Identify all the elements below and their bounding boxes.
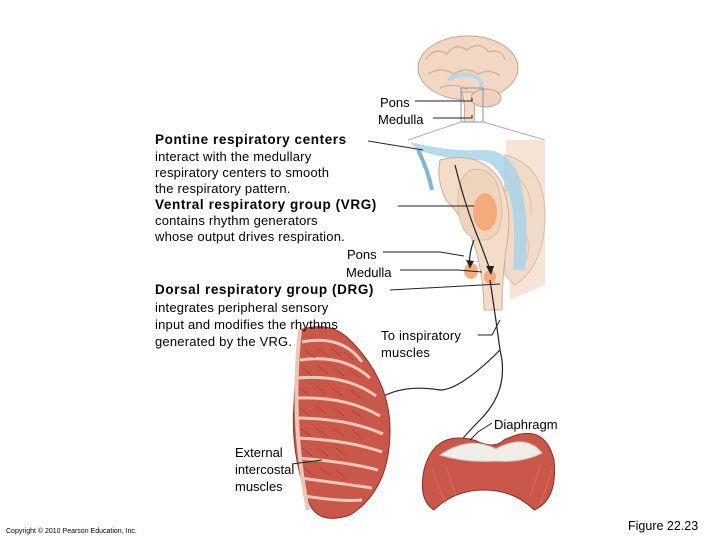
- drg-heading: Dorsal respiratory group (DRG): [155, 282, 375, 297]
- pons-label-mid: Pons: [347, 247, 377, 262]
- brainstem-enlarged-panel: [405, 140, 546, 311]
- to-inspiratory-line-2: muscles: [381, 345, 431, 360]
- pons-label-top: Pons: [380, 95, 410, 110]
- drg-text-line-1: integrates peripheral sensory: [155, 300, 329, 315]
- vrg-center-oval: [484, 270, 496, 284]
- external-intercostal-line-2: intercostal: [235, 462, 295, 477]
- vrg-text-line-2: whose output drives respiration.: [155, 229, 345, 244]
- copyright-notice: Copyright © 2010 Pearson Education, Inc.: [6, 528, 137, 535]
- whole-brain-illustration: [417, 35, 519, 123]
- pontine-center-oval: [473, 193, 497, 231]
- medulla-label-mid: Medulla: [346, 265, 392, 280]
- medulla-label-top: Medulla: [378, 112, 424, 127]
- diaphragm-illustration: [421, 432, 556, 511]
- rib-cage-illustration: [292, 326, 391, 519]
- pontine-text-line-1: interact with the medullary: [155, 149, 312, 164]
- drg-text-line-3: generated by the VRG.: [155, 334, 293, 349]
- pontine-text-line-3: the respiratory pattern.: [155, 181, 291, 196]
- external-intercostal-line-3: muscles: [235, 479, 283, 494]
- diaphragm-label: Diaphragm: [494, 417, 558, 432]
- figure-number: Figure 22.23: [628, 519, 699, 533]
- vrg-heading: Ventral respiratory group (VRG): [155, 197, 377, 212]
- leader-lines: [291, 98, 501, 465]
- drg-text-line-2: input and modifies the rhythms: [155, 317, 339, 332]
- vrg-text-line-1: contains rhythm generators: [155, 213, 318, 228]
- pontine-text-line-2: respiratory centers to smooth: [155, 165, 330, 180]
- external-intercostal-line-1: External: [235, 445, 283, 460]
- pontine-heading: Pontine respiratory centers: [155, 132, 347, 147]
- zoom-lines: [407, 121, 546, 141]
- to-inspiratory-line-1: To inspiratory: [381, 328, 462, 343]
